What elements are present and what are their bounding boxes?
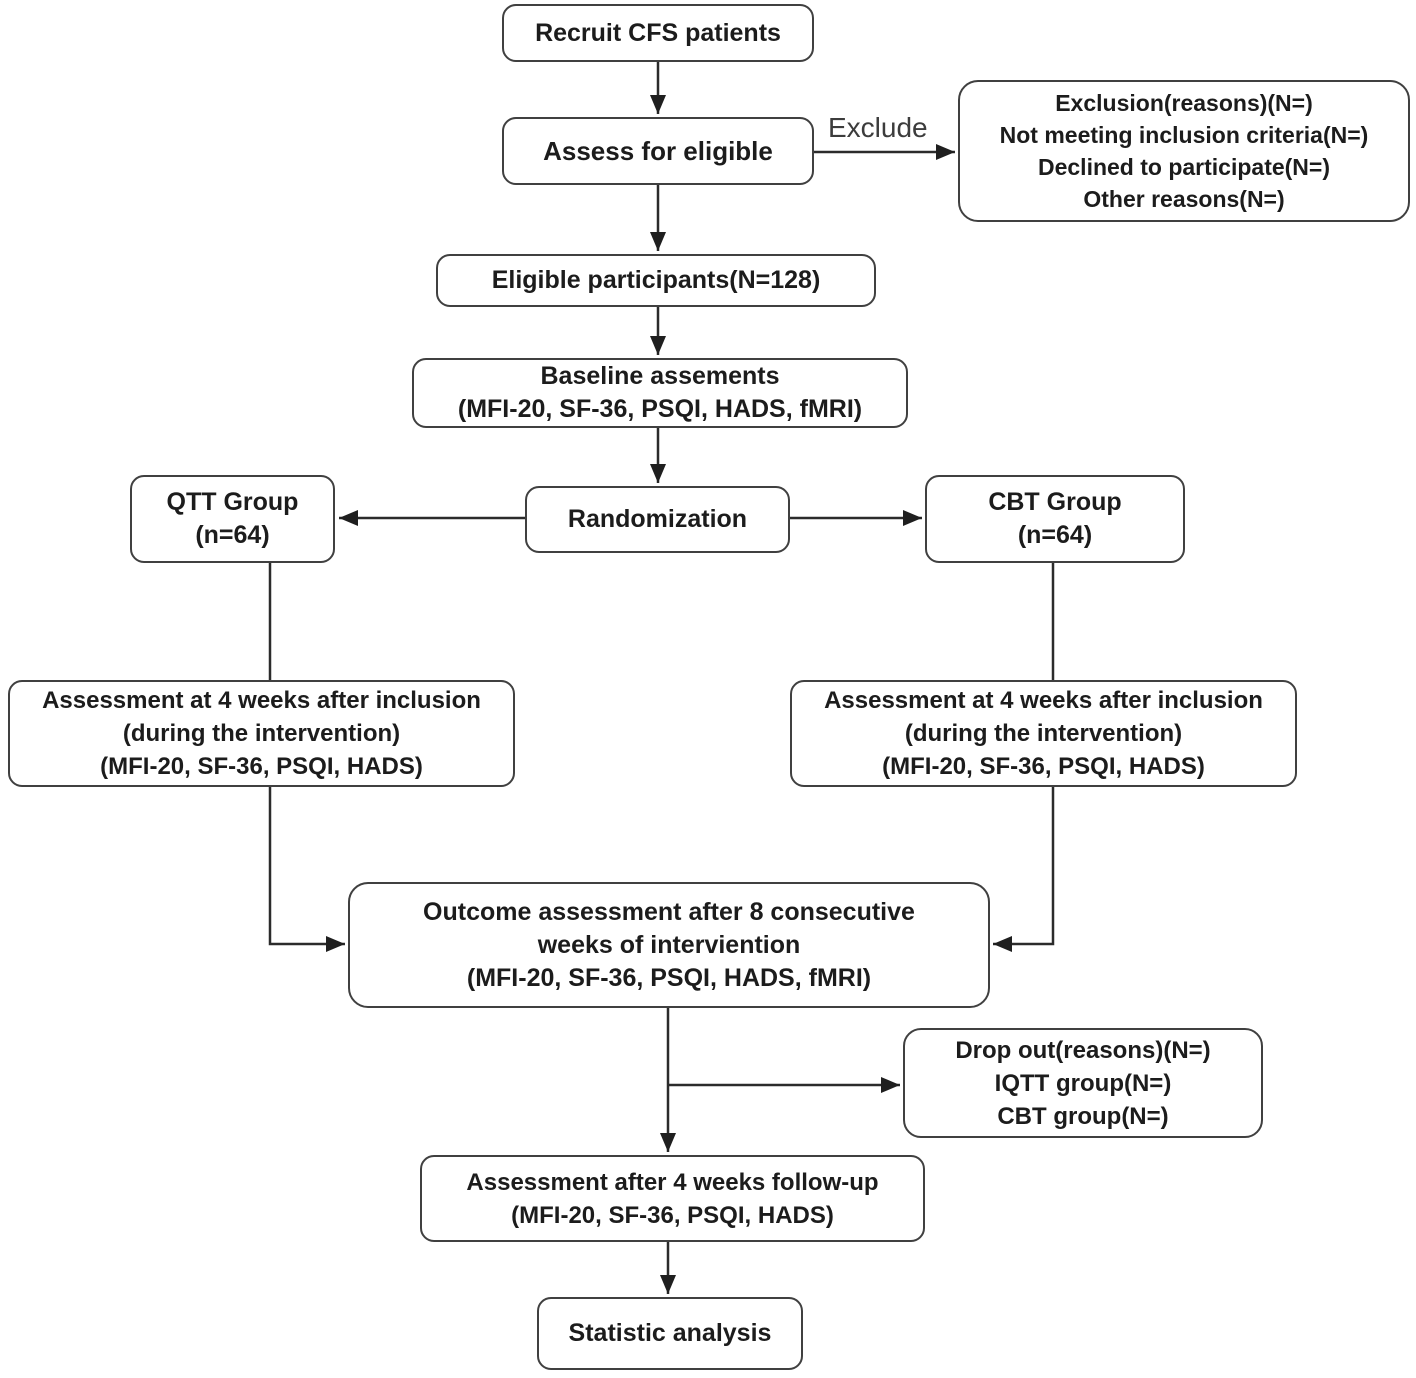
edge-assess4w-right-to-outcome (993, 787, 1055, 952)
node-recruit-cfs-patients: Recruit CFS patients (502, 4, 814, 62)
node-exclusion-line-4: Other reasons(N=) (1083, 186, 1285, 212)
node-qtt-line-1: QTT Group (166, 488, 299, 516)
node-assessment-4-weeks-right-line-2: (during the intervention) (904, 720, 1183, 747)
node-outcome-line-2: weeks of interviention (537, 930, 801, 959)
edge-assess4w-left-to-outcome (268, 787, 345, 952)
node-randomization-text: Randomization (567, 505, 748, 533)
node-cbt-line-2: (n=64) (1017, 521, 1093, 549)
node-exclusion-line-1: Exclusion(reasons)(N=) (1055, 90, 1313, 116)
node-baseline-line-1: Baseline assements (540, 362, 780, 390)
node-assessment-4-weeks-left: Assessment at 4 weeks after inclusion (d… (8, 680, 515, 787)
node-exclusion-reasons: Exclusion(reasons)(N=) Not meeting inclu… (958, 80, 1410, 222)
node-statistic-text: Statistic analysis (568, 1319, 772, 1347)
node-outcome-line-1: Outcome assessment after 8 consecutive (423, 897, 915, 926)
node-baseline-assessments: Baseline assements (MFI-20, SF-36, PSQI,… (412, 358, 908, 428)
node-cbt-line-1: CBT Group (988, 488, 1122, 516)
node-eligible-participants: Eligible participants(N=128) (436, 254, 876, 307)
node-cbt-group: CBT Group (n=64) (925, 475, 1185, 563)
node-drop-out-reasons: Drop out(reasons)(N=) IQTT group(N=) CBT… (903, 1028, 1263, 1138)
node-exclusion-line-2: Not meeting inclusion criteria(N=) (999, 122, 1369, 148)
node-drop-out-line-3: CBT group(N=) (997, 1102, 1169, 1130)
node-assessment-4-weeks-right: Assessment at 4 weeks after inclusion (d… (790, 680, 1297, 787)
node-eligible-text: Eligible participants(N=128) (491, 266, 821, 294)
node-follow-up-line-1: Assessment after 4 weeks follow-up (466, 1168, 879, 1196)
node-assessment-4-weeks-left-line-1: Assessment at 4 weeks after inclusion (42, 687, 481, 714)
node-exclusion-line-3: Declined to participate(N=) (1037, 154, 1331, 180)
node-qtt-line-2: (n=64) (195, 521, 270, 549)
node-assess-for-eligible: Assess for eligible (502, 117, 814, 185)
node-qtt-group: QTT Group (n=64) (130, 475, 335, 563)
node-assessment-4-weeks-right-line-1: Assessment at 4 weeks after inclusion (824, 687, 1263, 714)
node-outcome-assessment: Outcome assessment after 8 consecutive w… (348, 882, 990, 1008)
node-randomization: Randomization (525, 486, 790, 553)
node-drop-out-line-1: Drop out(reasons)(N=) (955, 1036, 1211, 1064)
node-outcome-line-3: (MFI-20, SF-36, PSQI, HADS, fMRI) (466, 963, 872, 992)
node-drop-out-line-2: IQTT group(N=) (994, 1069, 1172, 1097)
node-assessment-4-weeks-left-line-3: (MFI-20, SF-36, PSQI, HADS) (100, 753, 423, 780)
node-assess-text: Assess for eligible (543, 135, 773, 166)
node-baseline-line-2: (MFI-20, SF-36, PSQI, HADS, fMRI) (457, 395, 863, 423)
node-follow-up-line-2: (MFI-20, SF-36, PSQI, HADS) (511, 1201, 834, 1229)
node-assessment-4-weeks-left-line-2: (during the intervention) (122, 720, 401, 747)
node-assessment-follow-up: Assessment after 4 weeks follow-up (MFI-… (420, 1155, 925, 1242)
node-assessment-4-weeks-right-line-3: (MFI-20, SF-36, PSQI, HADS) (882, 753, 1205, 780)
node-statistic-analysis: Statistic analysis (537, 1297, 803, 1370)
exclude-edge-label: Exclude (828, 112, 928, 143)
node-recruit-text: Recruit CFS patients (535, 18, 781, 47)
